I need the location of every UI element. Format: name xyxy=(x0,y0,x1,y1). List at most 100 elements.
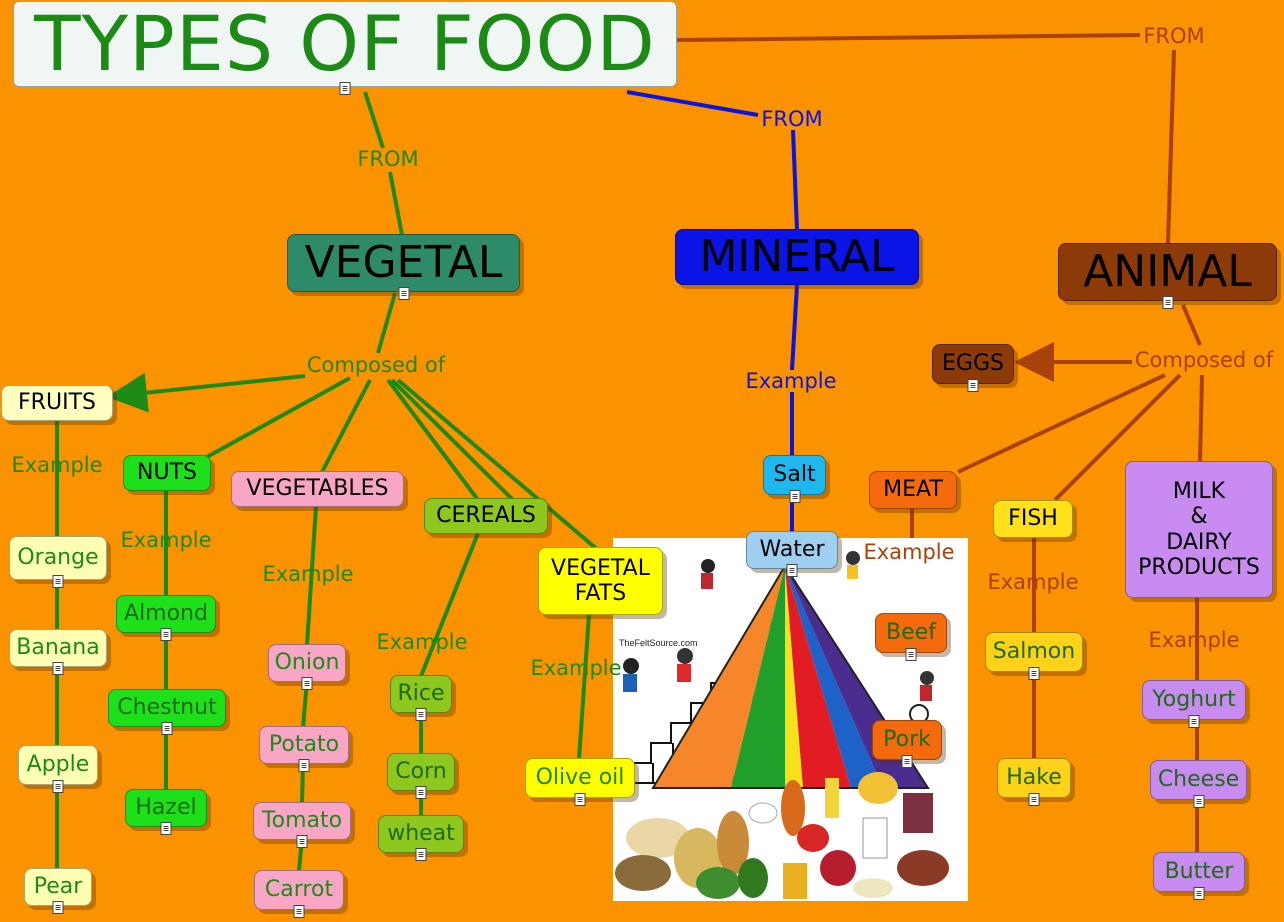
title-node[interactable]: TYPES OF FOOD xyxy=(13,0,677,95)
leaf-almond[interactable]: Almond xyxy=(116,595,216,641)
leaf-chestnut[interactable]: Chestnut xyxy=(108,689,226,735)
note-icon[interactable] xyxy=(901,755,913,768)
vegetal-node[interactable]: VEGETAL xyxy=(287,234,520,300)
pyramid-caption: TheFeltSource.com xyxy=(619,638,698,648)
leaf-onion[interactable]: Onion xyxy=(268,644,346,690)
from-label-vegetal: FROM xyxy=(357,147,419,171)
leaf-label: Chestnut xyxy=(117,695,217,721)
leaf-butter[interactable]: Butter xyxy=(1153,852,1245,900)
mineral-node[interactable]: MINERAL xyxy=(675,229,919,285)
nuts-label: NUTS xyxy=(137,460,197,486)
example-label-fats: Example xyxy=(530,656,622,680)
note-icon[interactable] xyxy=(160,822,172,835)
leaf-label: Water xyxy=(759,537,825,563)
leaf-label: Orange xyxy=(17,545,99,571)
leaf-label: Yoghurt xyxy=(1152,687,1236,713)
leaf-salt[interactable]: Salt xyxy=(763,455,826,503)
note-icon[interactable] xyxy=(296,835,308,848)
leaf-potato[interactable]: Potato xyxy=(259,726,349,772)
leaf-label: Tomato xyxy=(261,808,343,834)
eggs-node[interactable]: EGGS xyxy=(932,344,1014,392)
note-icon[interactable] xyxy=(1188,715,1200,728)
food-pyramid-image: TheFeltSource.com xyxy=(613,538,968,901)
example-label-meat: Example xyxy=(863,540,955,564)
vegetal-fats-node[interactable]: VEGETAL FATS xyxy=(538,547,663,615)
vegetal-fats-line2: FATS xyxy=(574,581,627,606)
leaf-orange[interactable]: Orange xyxy=(9,536,107,588)
note-icon[interactable] xyxy=(52,662,64,675)
note-icon[interactable] xyxy=(1162,296,1173,309)
note-icon[interactable] xyxy=(52,575,64,588)
note-icon[interactable] xyxy=(1193,795,1204,808)
leaf-olive-oil[interactable]: Olive oil xyxy=(525,758,635,806)
milk-line4: PRODUCTS xyxy=(1138,554,1260,580)
leaf-pork[interactable]: Pork xyxy=(872,720,942,768)
leaf-beef[interactable]: Beef xyxy=(875,613,947,661)
example-label-mineral: Example xyxy=(745,369,837,393)
note-icon[interactable] xyxy=(415,848,427,861)
leaf-hazel[interactable]: Hazel xyxy=(125,789,207,835)
note-icon[interactable] xyxy=(967,379,979,392)
milk-line3: DAIRY xyxy=(1166,529,1232,555)
note-icon[interactable] xyxy=(1193,887,1205,900)
from-label-mineral: FROM xyxy=(761,107,823,131)
note-icon[interactable] xyxy=(160,628,172,641)
fruits-node[interactable]: FRUITS xyxy=(1,385,113,421)
leaf-apple[interactable]: Apple xyxy=(18,745,98,793)
cereals-node[interactable]: CEREALS xyxy=(424,498,548,534)
note-icon[interactable] xyxy=(574,793,586,806)
leaf-tomato[interactable]: Tomato xyxy=(253,802,351,848)
leaf-yoghurt[interactable]: Yoghurt xyxy=(1142,680,1246,728)
leaf-label: Pork xyxy=(883,727,931,753)
note-icon[interactable] xyxy=(339,82,351,95)
note-icon[interactable] xyxy=(786,564,798,577)
leaf-label: Potato xyxy=(268,732,340,758)
milk-dairy-node[interactable]: MILK & DAIRY PRODUCTS xyxy=(1125,461,1273,598)
example-label-nuts: Example xyxy=(120,528,212,552)
leaf-corn[interactable]: Corn xyxy=(387,753,455,799)
note-icon[interactable] xyxy=(298,759,310,772)
fish-node[interactable]: FISH xyxy=(993,500,1073,538)
leaf-label: Almond xyxy=(124,601,208,627)
leaf-label: Hazel xyxy=(135,795,197,821)
leaf-label: wheat xyxy=(387,821,455,847)
note-icon[interactable] xyxy=(301,677,313,690)
example-label-fish: Example xyxy=(987,570,1079,594)
nuts-node[interactable]: NUTS xyxy=(123,455,211,491)
leaf-wheat[interactable]: wheat xyxy=(378,815,464,861)
note-icon[interactable] xyxy=(905,648,917,661)
leaf-cheese[interactable]: Cheese xyxy=(1150,760,1247,808)
leaf-carrot[interactable]: Carrot xyxy=(254,870,344,918)
eggs-label: EGGS xyxy=(942,351,1004,377)
leaf-banana[interactable]: Banana xyxy=(9,629,107,675)
note-icon[interactable] xyxy=(52,780,64,793)
note-icon[interactable] xyxy=(52,901,64,914)
note-icon[interactable] xyxy=(789,490,800,503)
leaf-label: Apple xyxy=(26,752,90,778)
meat-label: MEAT xyxy=(883,477,943,503)
note-icon[interactable] xyxy=(161,722,173,735)
composed-of-vegetal: Composed of xyxy=(306,353,446,377)
animal-node[interactable]: ANIMAL xyxy=(1058,243,1277,309)
milk-line1: MILK xyxy=(1172,478,1226,504)
note-icon[interactable] xyxy=(293,905,305,918)
leaf-water[interactable]: Water xyxy=(746,531,838,577)
vegetables-label: VEGETABLES xyxy=(246,476,389,502)
example-label-milk: Example xyxy=(1148,628,1240,652)
leaf-pear[interactable]: Pear xyxy=(24,868,92,914)
leaf-rice[interactable]: Rice xyxy=(390,675,452,721)
composed-of-animal: Composed of xyxy=(1134,348,1274,372)
mineral-label: MINERAL xyxy=(699,230,895,282)
note-icon[interactable] xyxy=(398,287,409,300)
note-icon[interactable] xyxy=(415,786,427,799)
vegetables-node[interactable]: VEGETABLES xyxy=(231,471,404,507)
note-icon[interactable] xyxy=(1028,667,1040,680)
note-icon[interactable] xyxy=(415,708,427,721)
note-icon[interactable] xyxy=(1028,793,1040,806)
leaf-salmon[interactable]: Salmon xyxy=(985,632,1083,680)
leaf-hake[interactable]: Hake xyxy=(997,758,1071,806)
leaf-label: Salmon xyxy=(992,639,1076,665)
meat-node[interactable]: MEAT xyxy=(869,471,957,509)
